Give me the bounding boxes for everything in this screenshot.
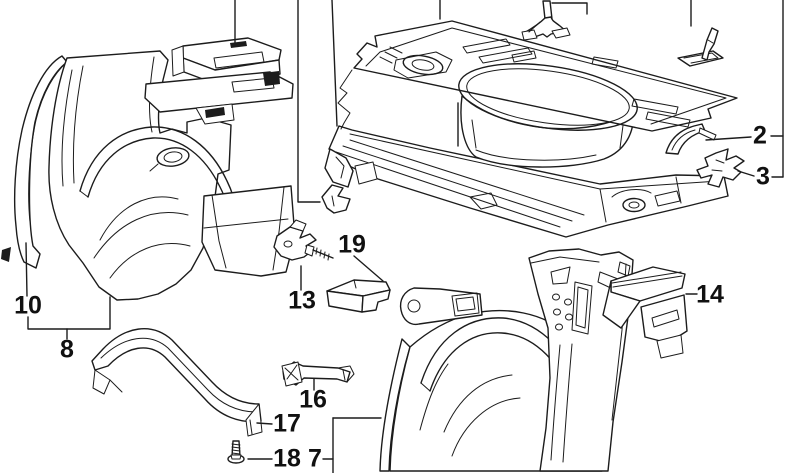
lower-front-panel xyxy=(201,185,296,277)
rear-frame-assembly xyxy=(324,125,729,238)
part-13-bracket xyxy=(273,219,334,261)
pedestal-bracket xyxy=(521,0,571,41)
callout-13: 13 xyxy=(288,286,316,315)
callout-7: 7 xyxy=(308,444,322,473)
callout-17: 17 xyxy=(273,409,301,438)
sill-panel xyxy=(144,71,294,113)
trunk-floor-panel xyxy=(337,20,738,132)
hanging-bracket xyxy=(321,184,351,214)
spare-wheel-well xyxy=(460,95,635,168)
support-bracket-top-right xyxy=(677,27,724,67)
callout-16: 16 xyxy=(299,385,327,414)
inner-wheel-housing xyxy=(48,50,232,301)
part-14-box-bracket xyxy=(602,266,688,359)
part-17-crossmember xyxy=(91,328,263,437)
part-19-cover xyxy=(326,279,391,313)
left-wheel-housing-assembly xyxy=(1,37,296,301)
part-3-clip xyxy=(696,148,745,188)
callout-8: 8 xyxy=(60,335,74,364)
part-16-arm xyxy=(281,361,355,387)
callout-14: 14 xyxy=(696,280,724,309)
callout-18: 18 xyxy=(273,444,301,473)
part-18-screw xyxy=(227,440,245,464)
leader-lines xyxy=(25,0,784,473)
callout-10: 10 xyxy=(14,291,42,320)
callout-3: 3 xyxy=(756,162,770,191)
right-wheel-housing-assembly xyxy=(379,248,634,472)
callout-19: 19 xyxy=(338,230,366,259)
callout-2: 2 xyxy=(753,121,767,150)
